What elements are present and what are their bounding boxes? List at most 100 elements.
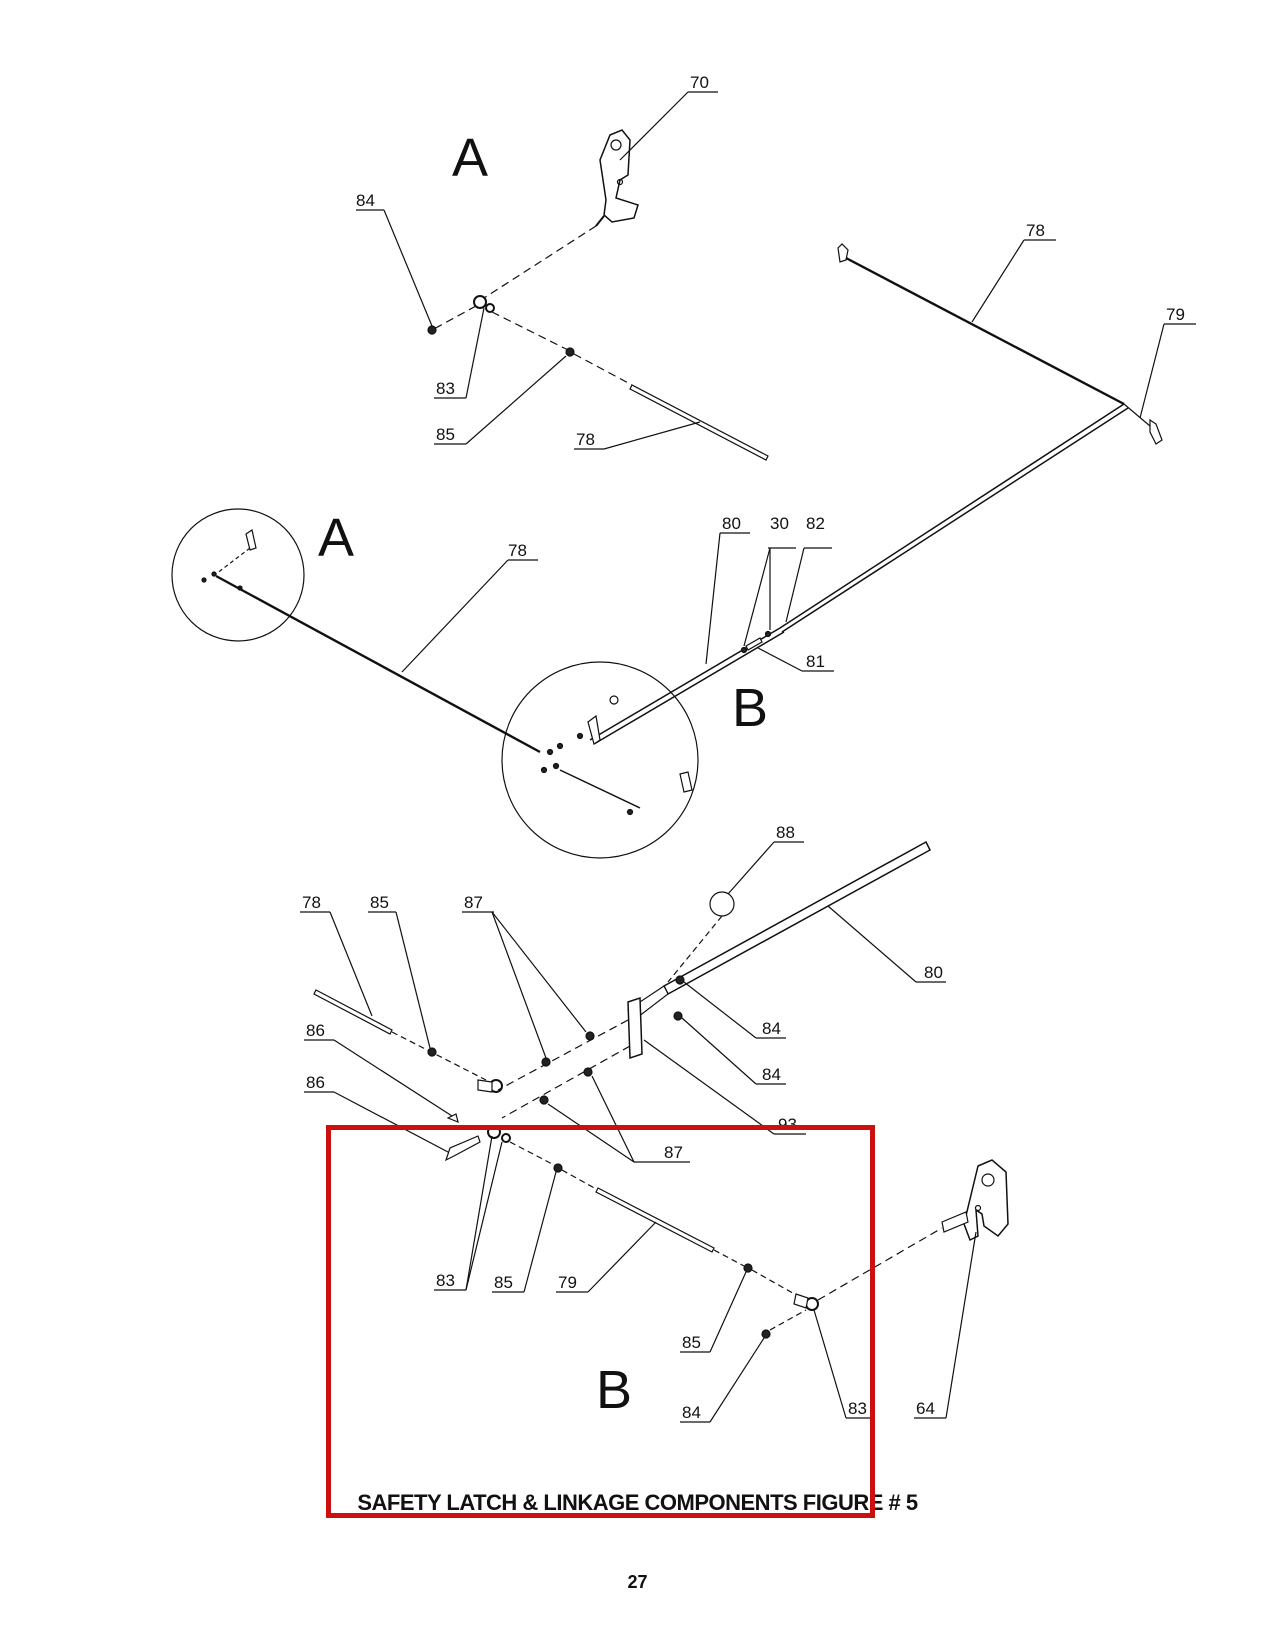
centerline-b9 xyxy=(817,1227,943,1301)
leader-70-b xyxy=(619,91,689,161)
rod-80-mid-b xyxy=(593,631,785,745)
callout-83-top: 83 xyxy=(436,379,455,398)
mini-pivot xyxy=(587,714,601,745)
callout-30-mid: 30 xyxy=(770,514,789,533)
callout-85-b: 85 xyxy=(370,893,389,912)
nut-84-b2 xyxy=(673,1011,683,1021)
centerline-b1 xyxy=(497,1019,629,1091)
centerline-88 xyxy=(667,915,723,983)
bracket-64-stud xyxy=(941,1211,969,1233)
leader-84-b xyxy=(383,209,433,327)
rod-end-83-body xyxy=(485,303,495,313)
mini-part-5 xyxy=(540,766,548,774)
leader-79r-b xyxy=(1139,323,1165,419)
leader-85b3-b xyxy=(709,1271,747,1353)
leader-82m-b xyxy=(785,547,805,623)
leader-78-b xyxy=(603,421,701,450)
callout-84-b1: 84 xyxy=(762,1019,781,1038)
nut-85 xyxy=(565,347,575,357)
detail-b-assembly xyxy=(313,840,1009,1339)
detail-label-b-mid: B xyxy=(732,678,768,738)
callout-86-b2: 86 xyxy=(306,1073,325,1092)
callout-78-top: 78 xyxy=(576,430,595,449)
rod-79 xyxy=(595,1187,715,1253)
centerline-b2 xyxy=(501,1045,631,1119)
leader-84b3-b xyxy=(709,1337,765,1423)
leader-84b2-b xyxy=(681,1017,757,1085)
rod-78-b xyxy=(313,989,393,1035)
centerline-a1 xyxy=(483,225,597,299)
knob-88 xyxy=(709,891,735,917)
centerline-a4 xyxy=(573,353,633,386)
leader-80b-b xyxy=(827,905,917,983)
mini-bracket xyxy=(245,529,257,551)
mini-part-3 xyxy=(576,732,584,740)
leader-78r-b xyxy=(971,239,1025,323)
leader-80m-b xyxy=(705,532,721,665)
mini-part-2 xyxy=(556,742,564,750)
leader-30m-b xyxy=(743,547,771,647)
rod-78-mid xyxy=(215,574,541,754)
callout-70: 70 xyxy=(690,73,709,92)
callout-87-b2: 87 xyxy=(664,1143,683,1162)
detail-label-a-top: A xyxy=(452,128,488,188)
bracket-64-hole-small xyxy=(974,1204,982,1212)
callout-86-b1: 86 xyxy=(306,1021,325,1040)
leader-83-b xyxy=(465,307,485,399)
rod-79-connector xyxy=(1123,403,1151,427)
plate-93 xyxy=(627,996,643,1060)
nut-85-b2 xyxy=(553,1163,563,1173)
leader-87b-c xyxy=(491,911,587,1033)
mini-part-4 xyxy=(552,762,560,770)
callout-85-b3: 85 xyxy=(682,1333,701,1352)
callout-83-b2: 83 xyxy=(848,1399,867,1418)
leader-87b2-c xyxy=(547,1103,635,1163)
leader-85b-b xyxy=(395,911,431,1049)
rod-end-83-lower-b xyxy=(501,1133,511,1143)
leader-87b2-b xyxy=(591,1075,635,1163)
washer-87-d xyxy=(539,1095,549,1105)
detail-label-b-bottom: B xyxy=(596,1360,632,1420)
mini-part-1 xyxy=(546,748,554,756)
callout-83-b: 83 xyxy=(436,1271,455,1290)
leader-83b-b xyxy=(465,1135,493,1291)
centerline-b3 xyxy=(391,1031,487,1081)
mini-bracket-64 xyxy=(679,771,693,793)
nut-84-b3 xyxy=(761,1329,771,1339)
part-30-b xyxy=(764,630,772,638)
mini-rod-79 xyxy=(559,769,641,809)
leader-86b2-b xyxy=(333,1091,449,1153)
latch-bracket-70 xyxy=(599,129,639,223)
bolt-86-b xyxy=(444,1135,481,1162)
rod-end-83-lower xyxy=(487,1125,501,1139)
leader-85b2-b xyxy=(523,1171,557,1293)
callout-79-right: 79 xyxy=(1166,305,1185,324)
centerline-b8 xyxy=(769,1309,807,1331)
centerline-a2 xyxy=(431,305,477,331)
callout-85-b2: 85 xyxy=(494,1273,513,1292)
leader-64b-b xyxy=(945,1231,977,1419)
leader-78b-b xyxy=(329,911,373,1017)
leader-86b1-b xyxy=(333,1039,453,1117)
part-81 xyxy=(745,637,763,651)
centerline-b7 xyxy=(751,1269,799,1297)
bracket-stud xyxy=(595,215,605,227)
mini-ball xyxy=(609,695,619,705)
page-number: 27 xyxy=(627,1572,648,1592)
rod-end-83-upper-body xyxy=(477,1079,493,1093)
callout-82-mid: 82 xyxy=(806,514,825,533)
leader-78m-b xyxy=(401,559,509,673)
mini-centerline xyxy=(215,547,251,575)
bolt-86-a xyxy=(446,1113,459,1123)
end-bracket-right xyxy=(1149,418,1163,445)
leader-83b2-b xyxy=(813,1309,847,1419)
callout-81-mid: 81 xyxy=(806,652,825,671)
callout-84-b3: 84 xyxy=(682,1403,701,1422)
part-30-a xyxy=(740,646,748,654)
figure-caption: SAFETY LATCH & LINKAGE COMPONENTS FIGURE… xyxy=(357,1490,918,1515)
detail-b-circle xyxy=(501,661,699,859)
callout-88: 88 xyxy=(776,823,795,842)
bracket-hole xyxy=(610,139,622,151)
nut-85-b3 xyxy=(743,1263,753,1273)
handle-80 xyxy=(663,840,931,996)
